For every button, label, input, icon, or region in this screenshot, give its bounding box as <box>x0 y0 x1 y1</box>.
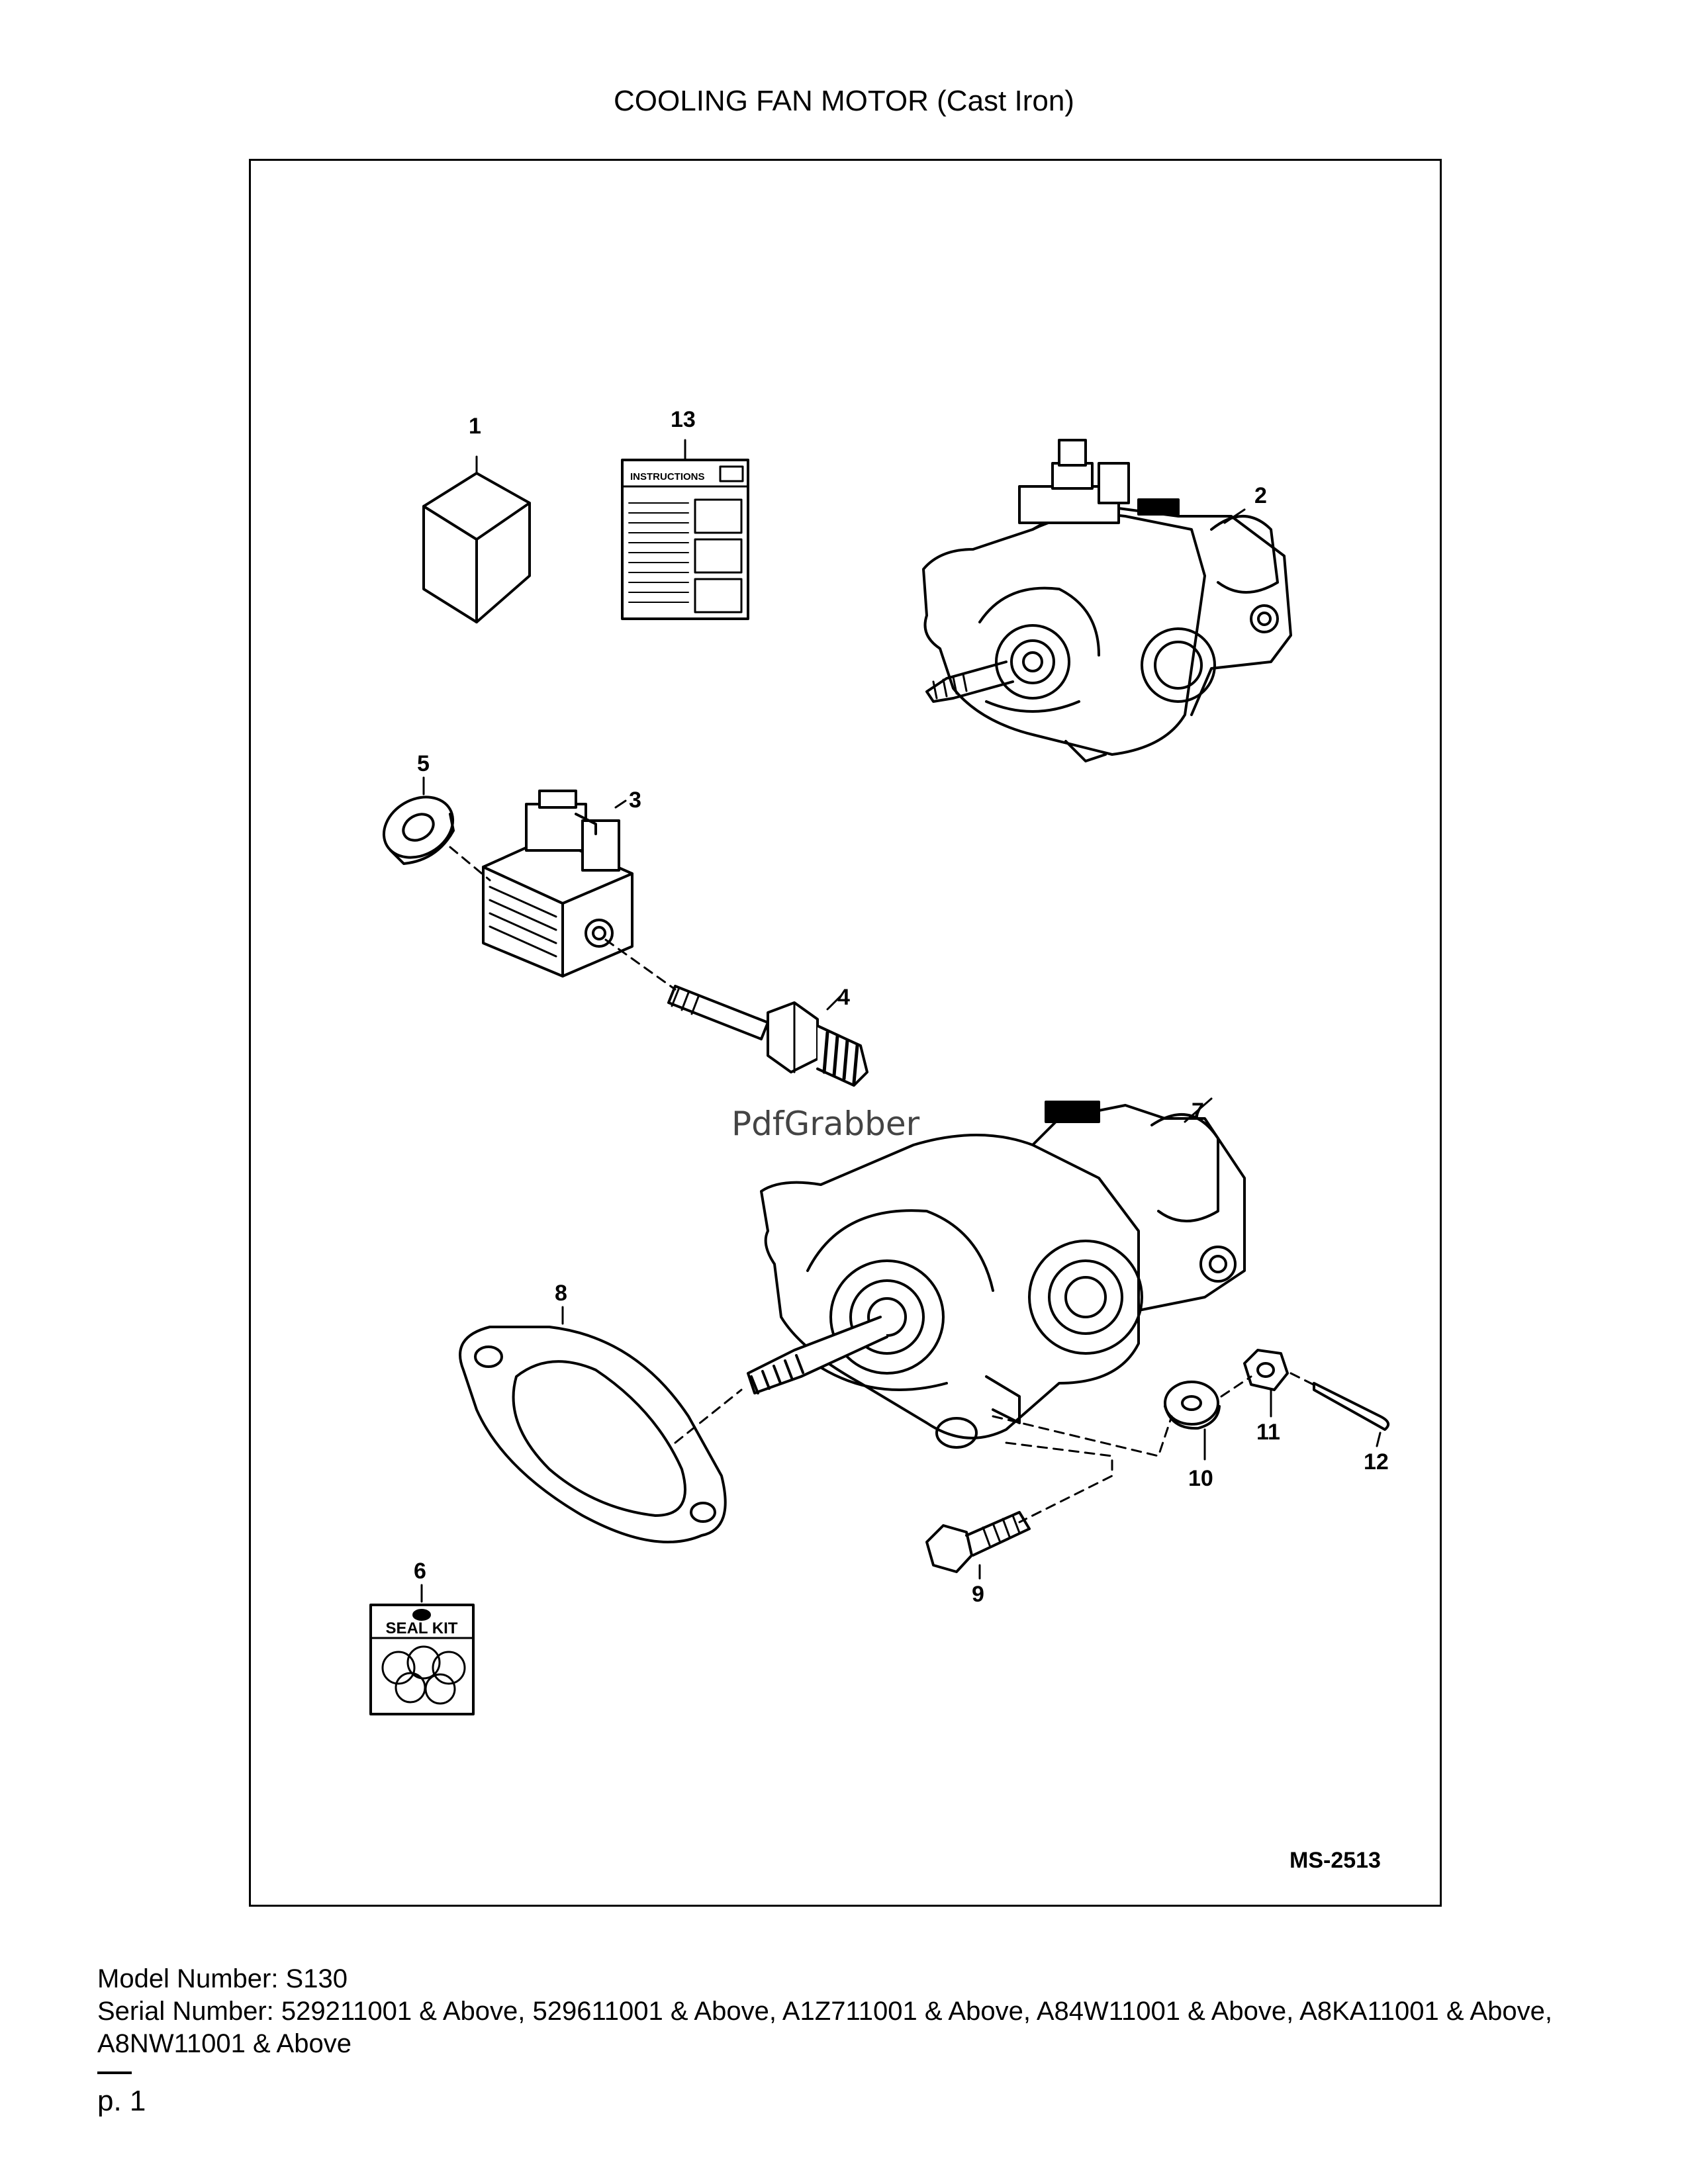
part-7-motor <box>747 1097 1246 1449</box>
callout-7: 7 <box>1192 1099 1204 1124</box>
callout-11: 11 <box>1256 1420 1280 1445</box>
part-12-cotter-pin <box>1313 1382 1390 1447</box>
part-3-solenoid-coil <box>482 790 633 978</box>
figure-id: MS-2513 <box>1289 1848 1381 1873</box>
part-8-gasket <box>459 1306 727 1543</box>
callout-10: 10 <box>1188 1466 1213 1491</box>
part-11-castle-nut <box>1243 1349 1289 1418</box>
callout-5: 5 <box>417 751 430 776</box>
callout-1: 1 <box>469 414 481 439</box>
page-divider <box>97 2071 132 2074</box>
page-number: p. 1 <box>97 2085 146 2117</box>
serial-number: Serial Number: 529211001 & Above, 529611… <box>97 1997 1552 2058</box>
assembly-dashed-lines <box>449 846 1319 1524</box>
model-number: Model Number: S130 <box>97 1964 348 1993</box>
part-1-box <box>422 455 531 623</box>
part-10-washer <box>1164 1381 1221 1461</box>
callout-2: 2 <box>1254 483 1267 508</box>
part-4-cartridge-valve <box>667 985 868 1087</box>
page-title: COOLING FAN MOTOR (Cast Iron) <box>614 85 1074 117</box>
diagram-frame <box>249 159 1442 1907</box>
part-9-bolt <box>925 1511 1031 1580</box>
callout-6: 6 <box>414 1559 426 1584</box>
callout-3: 3 <box>629 788 641 813</box>
callout-8: 8 <box>555 1281 567 1306</box>
callout-4: 4 <box>837 985 850 1010</box>
seal-kit-label: SEAL KIT <box>386 1619 458 1637</box>
callout-labels: 1 2 3 4 5 6 7 8 9 10 11 12 13 INSTRUCTIO… <box>386 407 1389 1873</box>
watermark: PdfGrabber <box>731 1105 920 1143</box>
callout-12: 12 <box>1364 1449 1389 1475</box>
part-6-seal-kit <box>369 1584 475 1715</box>
part-2-motor-assembly <box>922 439 1292 762</box>
callout-9: 9 <box>972 1582 984 1607</box>
instructions-label: INSTRUCTIONS <box>630 471 705 482</box>
part-13-instructions-sheet <box>621 439 749 620</box>
callout-13: 13 <box>671 407 696 432</box>
part-5-washer <box>382 776 455 865</box>
